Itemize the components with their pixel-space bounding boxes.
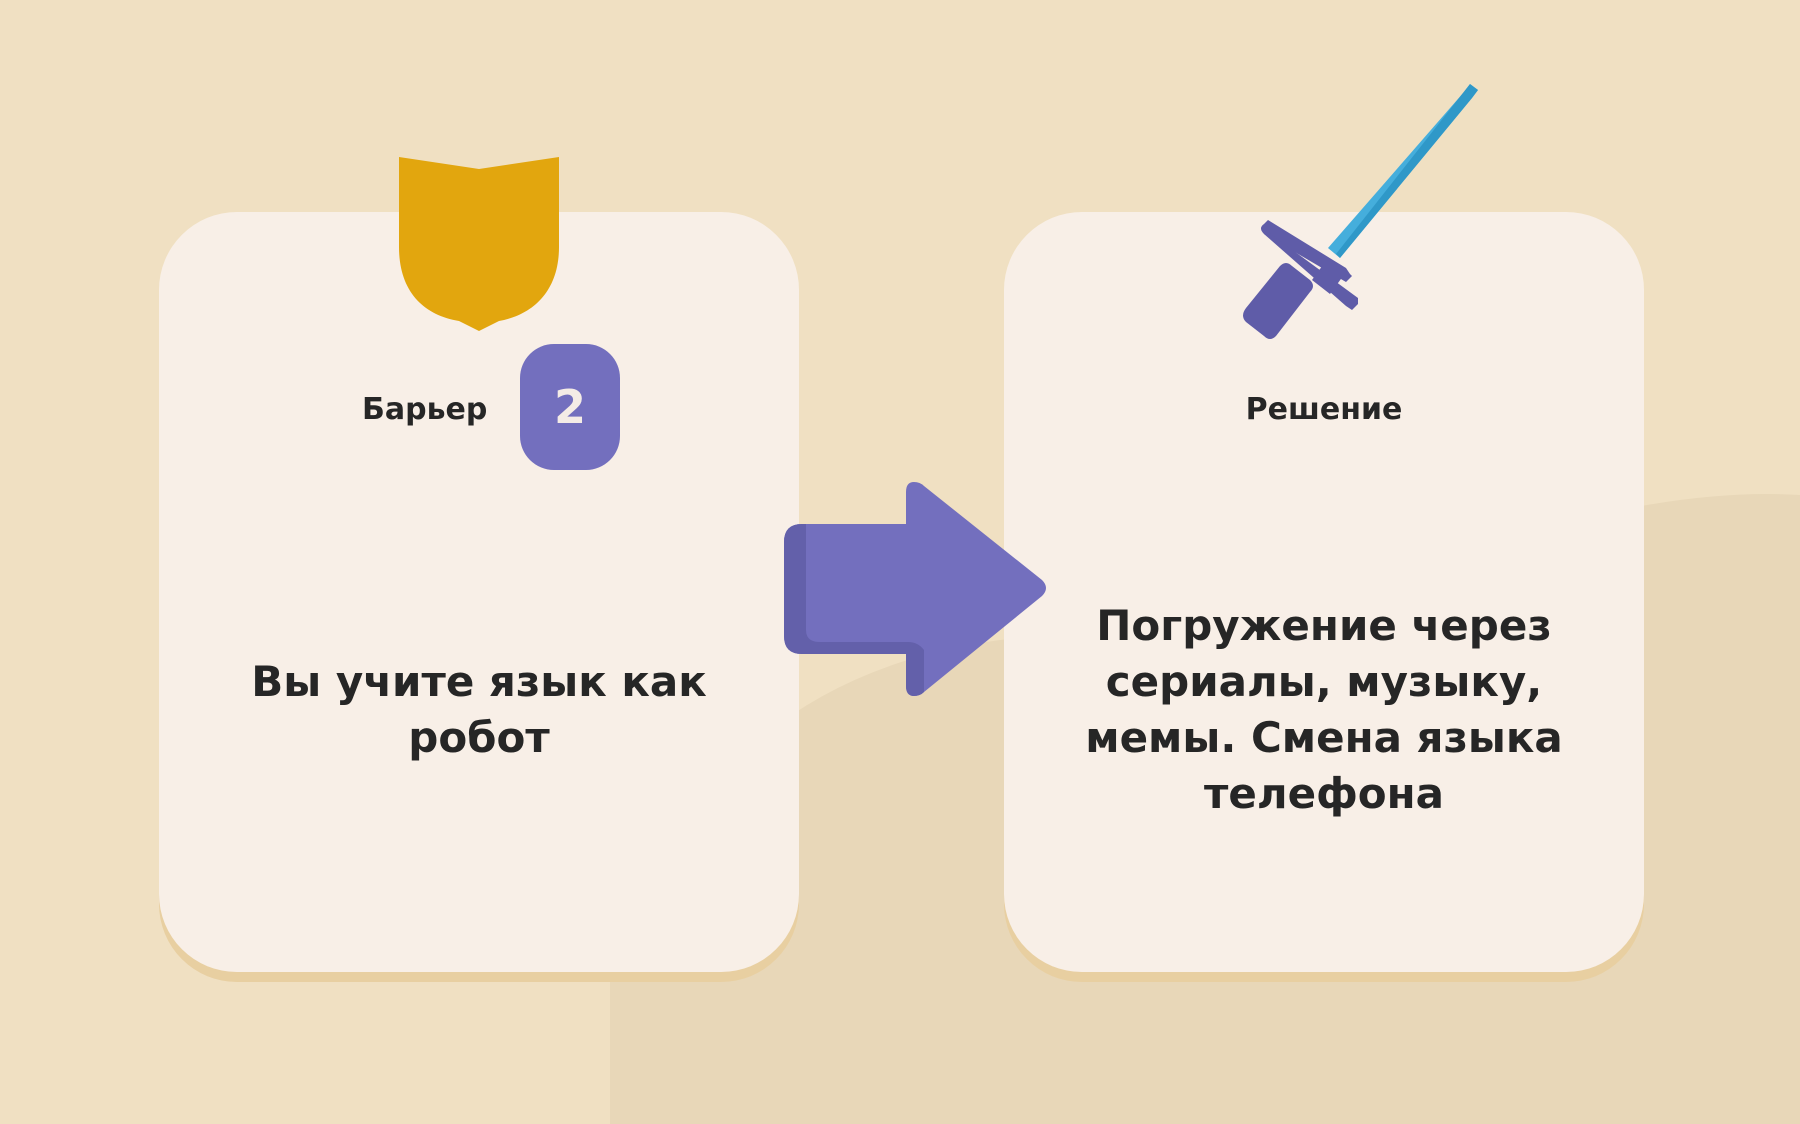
- barrier-label: Барьер: [362, 392, 488, 427]
- barrier-card: Барьер 2 Вы учите язык как робот: [159, 212, 799, 972]
- solution-text: Погружение через сериалы, музыку, мемы. …: [1085, 601, 1563, 818]
- solution-label: Решение: [1245, 392, 1403, 427]
- sword-icon: [1243, 84, 1478, 339]
- solution-card: Решение Погружение через сериалы, музыку…: [1004, 212, 1644, 972]
- barrier-number-badge: 2: [520, 344, 620, 470]
- arrow-right-icon: [784, 482, 1046, 696]
- barrier-text: Вы учите язык как робот: [251, 657, 707, 762]
- shield-icon: [399, 157, 559, 331]
